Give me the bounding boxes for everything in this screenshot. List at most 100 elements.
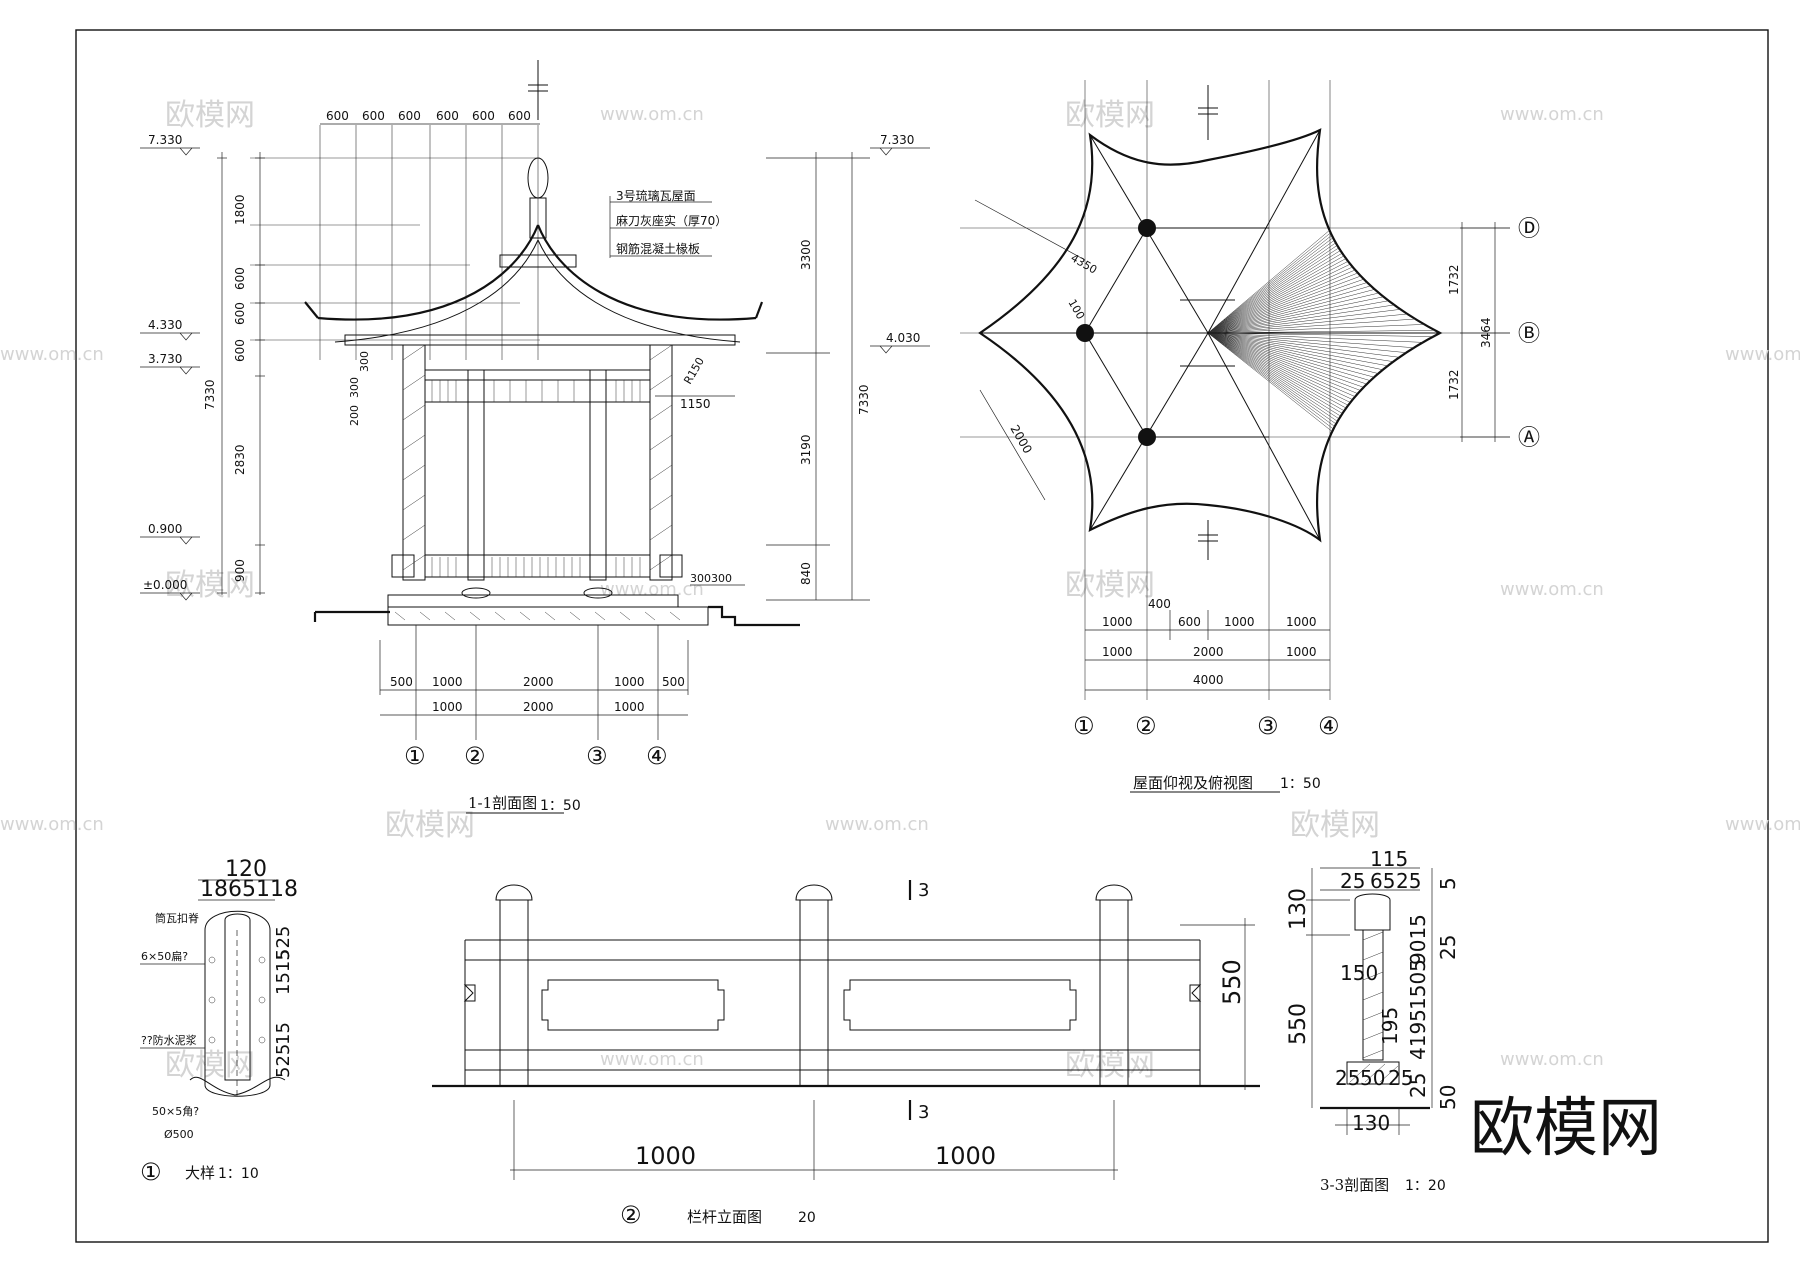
- right-dim: 1732: [1447, 264, 1461, 295]
- watermark-site: www.om.cn: [1500, 1049, 1604, 1070]
- roof-right-slope: [536, 224, 757, 321]
- detail-outline: [204, 910, 271, 1097]
- tile-line: [1208, 140, 1440, 334]
- bottom-dim: 1000: [635, 1142, 696, 1170]
- tile-line: [1208, 332, 1440, 499]
- axis-bubble: ①: [404, 742, 426, 770]
- left-dim-ticks: [217, 157, 265, 594]
- brand-logo: 欧模网: [1470, 1092, 1662, 1166]
- detail-core: [224, 913, 251, 1081]
- tile-line: [1208, 203, 1440, 334]
- axis-bubbles: ① ② ③ ④: [404, 742, 668, 770]
- section33-title: 3-3剖面图: [1320, 1176, 1389, 1194]
- watermark-brand: 欧模网: [1065, 98, 1155, 133]
- elev-label: ±0.000: [143, 578, 187, 592]
- watermark-brand: 欧模网: [165, 568, 255, 603]
- bottom-dim: 1000: [614, 700, 645, 714]
- section-scale: 1：50: [540, 798, 581, 814]
- axis-letter: Ⓐ: [1518, 426, 1540, 451]
- top-dim: 600: [362, 109, 385, 123]
- watermark-brand: 欧模网: [1290, 808, 1380, 843]
- plan-dim: 1000: [1286, 645, 1317, 659]
- diag-dim: 4350: [1069, 251, 1100, 276]
- watermark-brand: 欧模网: [385, 808, 475, 843]
- tile-line: [1208, 332, 1440, 457]
- section-1-1-drawing: 600 600 600 600 600 600 7.330 4.330 3.73…: [140, 60, 930, 814]
- watermark-site: www.om.cn: [1725, 344, 1800, 365]
- tile-line: [1208, 332, 1440, 422]
- watermark-brand: 欧模网: [165, 1048, 255, 1083]
- watermark-site: www.om.cn: [600, 1049, 704, 1070]
- bottom-dim-ticks: [379, 625, 689, 740]
- detail-title: 大样: [185, 1164, 215, 1182]
- plan-title: 屋面仰视及俯视图: [1133, 774, 1253, 792]
- top-dim: 65: [1370, 869, 1395, 893]
- roof-left-slope: [317, 224, 540, 321]
- top-dim: 25: [1396, 869, 1421, 893]
- railing-title: 栏杆立面图: [687, 1208, 762, 1226]
- bottom-dim: 2000: [523, 700, 554, 714]
- wall-right: [649, 344, 673, 581]
- tile-line: [1208, 332, 1440, 408]
- sheet-border: [75, 29, 1769, 1243]
- tile-line: [1208, 332, 1440, 359]
- inner-dim: 25: [1388, 1066, 1413, 1090]
- axis-bubble: ②: [464, 742, 486, 770]
- watermark-site: www.om.cn: [600, 579, 704, 600]
- right-dim: 50: [1436, 1085, 1460, 1110]
- detail-right-dim: 525: [273, 1044, 294, 1078]
- roof-note: 钢筋混凝土椽板: [616, 241, 700, 256]
- plan-dim: 2000: [1193, 645, 1224, 659]
- roof-note: 3号琉璃瓦屋面: [616, 189, 696, 203]
- tile-line: [1208, 332, 1440, 345]
- tile-line: [1208, 133, 1440, 334]
- plan-dim: 1000: [1102, 645, 1133, 659]
- tile-line: [1208, 332, 1440, 338]
- section-mark: 3: [918, 880, 929, 901]
- detail-marker: ①: [140, 1158, 162, 1186]
- tile-line: [1208, 332, 1440, 492]
- inner-dim: 25: [1335, 1066, 1360, 1090]
- plan-dim: 1000: [1224, 615, 1255, 629]
- tile-line: [1208, 280, 1440, 334]
- plan-axis-bubbles: ① ② ③ ④: [1073, 712, 1340, 740]
- inner-dim: 50: [1360, 1066, 1385, 1090]
- plan-dim: 4000: [1193, 673, 1224, 687]
- tile-line: [1208, 332, 1440, 380]
- elevation-markers: 7.330 4.330 3.730 0.900 ±0.000: [140, 133, 200, 601]
- left-dim-total: 7330: [203, 379, 217, 410]
- tile-line: [1208, 245, 1440, 334]
- tile-line: [1208, 168, 1440, 334]
- detail-notes: 筒瓦扣脊 6×50扁? ??防水泥浆 50×5角? Ø500: [141, 911, 199, 1141]
- watermark-brand: 欧模网: [1065, 1048, 1155, 1083]
- plan-dim: 1000: [1286, 615, 1317, 629]
- roof-notes: 3号琉璃瓦屋面 麻刀灰座实（厚70） 钢筋混凝土椽板: [609, 189, 727, 258]
- left-dim: 130: [1286, 888, 1311, 930]
- tile-line: [1208, 332, 1440, 478]
- column-dot: [1076, 324, 1094, 342]
- small-dim: 300: [358, 351, 371, 372]
- railing-elevation-drawing: 3 3 550 1000 1000 ② 栏杆立面图 20: [432, 880, 1260, 1229]
- right-dim: 4195: [1406, 1009, 1430, 1060]
- watermark-site: www.om.cn: [825, 814, 929, 835]
- height-dim: 550: [1218, 959, 1246, 1005]
- top-dim: 25: [1340, 869, 1365, 893]
- detail-1-drawing: 120 1865118 筒瓦扣脊 6×50扁? ??防水泥浆 50×5角? Ø5…: [140, 857, 298, 1186]
- watermarks: 欧模网 www.om.cn 欧模网 www.om.cn www.om.cn ww…: [0, 98, 1800, 1166]
- railing-panel: [541, 979, 725, 1031]
- watermark-site: www.om.cn: [1500, 579, 1604, 600]
- tile-line: [1208, 189, 1440, 334]
- svg-text:6×50扁?: 6×50扁?: [141, 950, 188, 963]
- wall-left: [402, 344, 426, 581]
- watermark-site: www.om.cn: [1725, 814, 1800, 835]
- tile-line: [1208, 175, 1440, 334]
- roof-tiles-hatch: [1208, 130, 1440, 534]
- small-dim: 300: [348, 377, 361, 398]
- axis-bubble: ④: [646, 742, 668, 770]
- railing-posts: [495, 884, 1133, 1087]
- svg-text:Ø500: Ø500: [164, 1128, 194, 1141]
- right-dim: 3300: [799, 239, 813, 270]
- bottom-dim: 1000: [432, 700, 463, 714]
- watermark-brand: 欧模网: [1065, 568, 1155, 603]
- tile-line: [1208, 332, 1440, 471]
